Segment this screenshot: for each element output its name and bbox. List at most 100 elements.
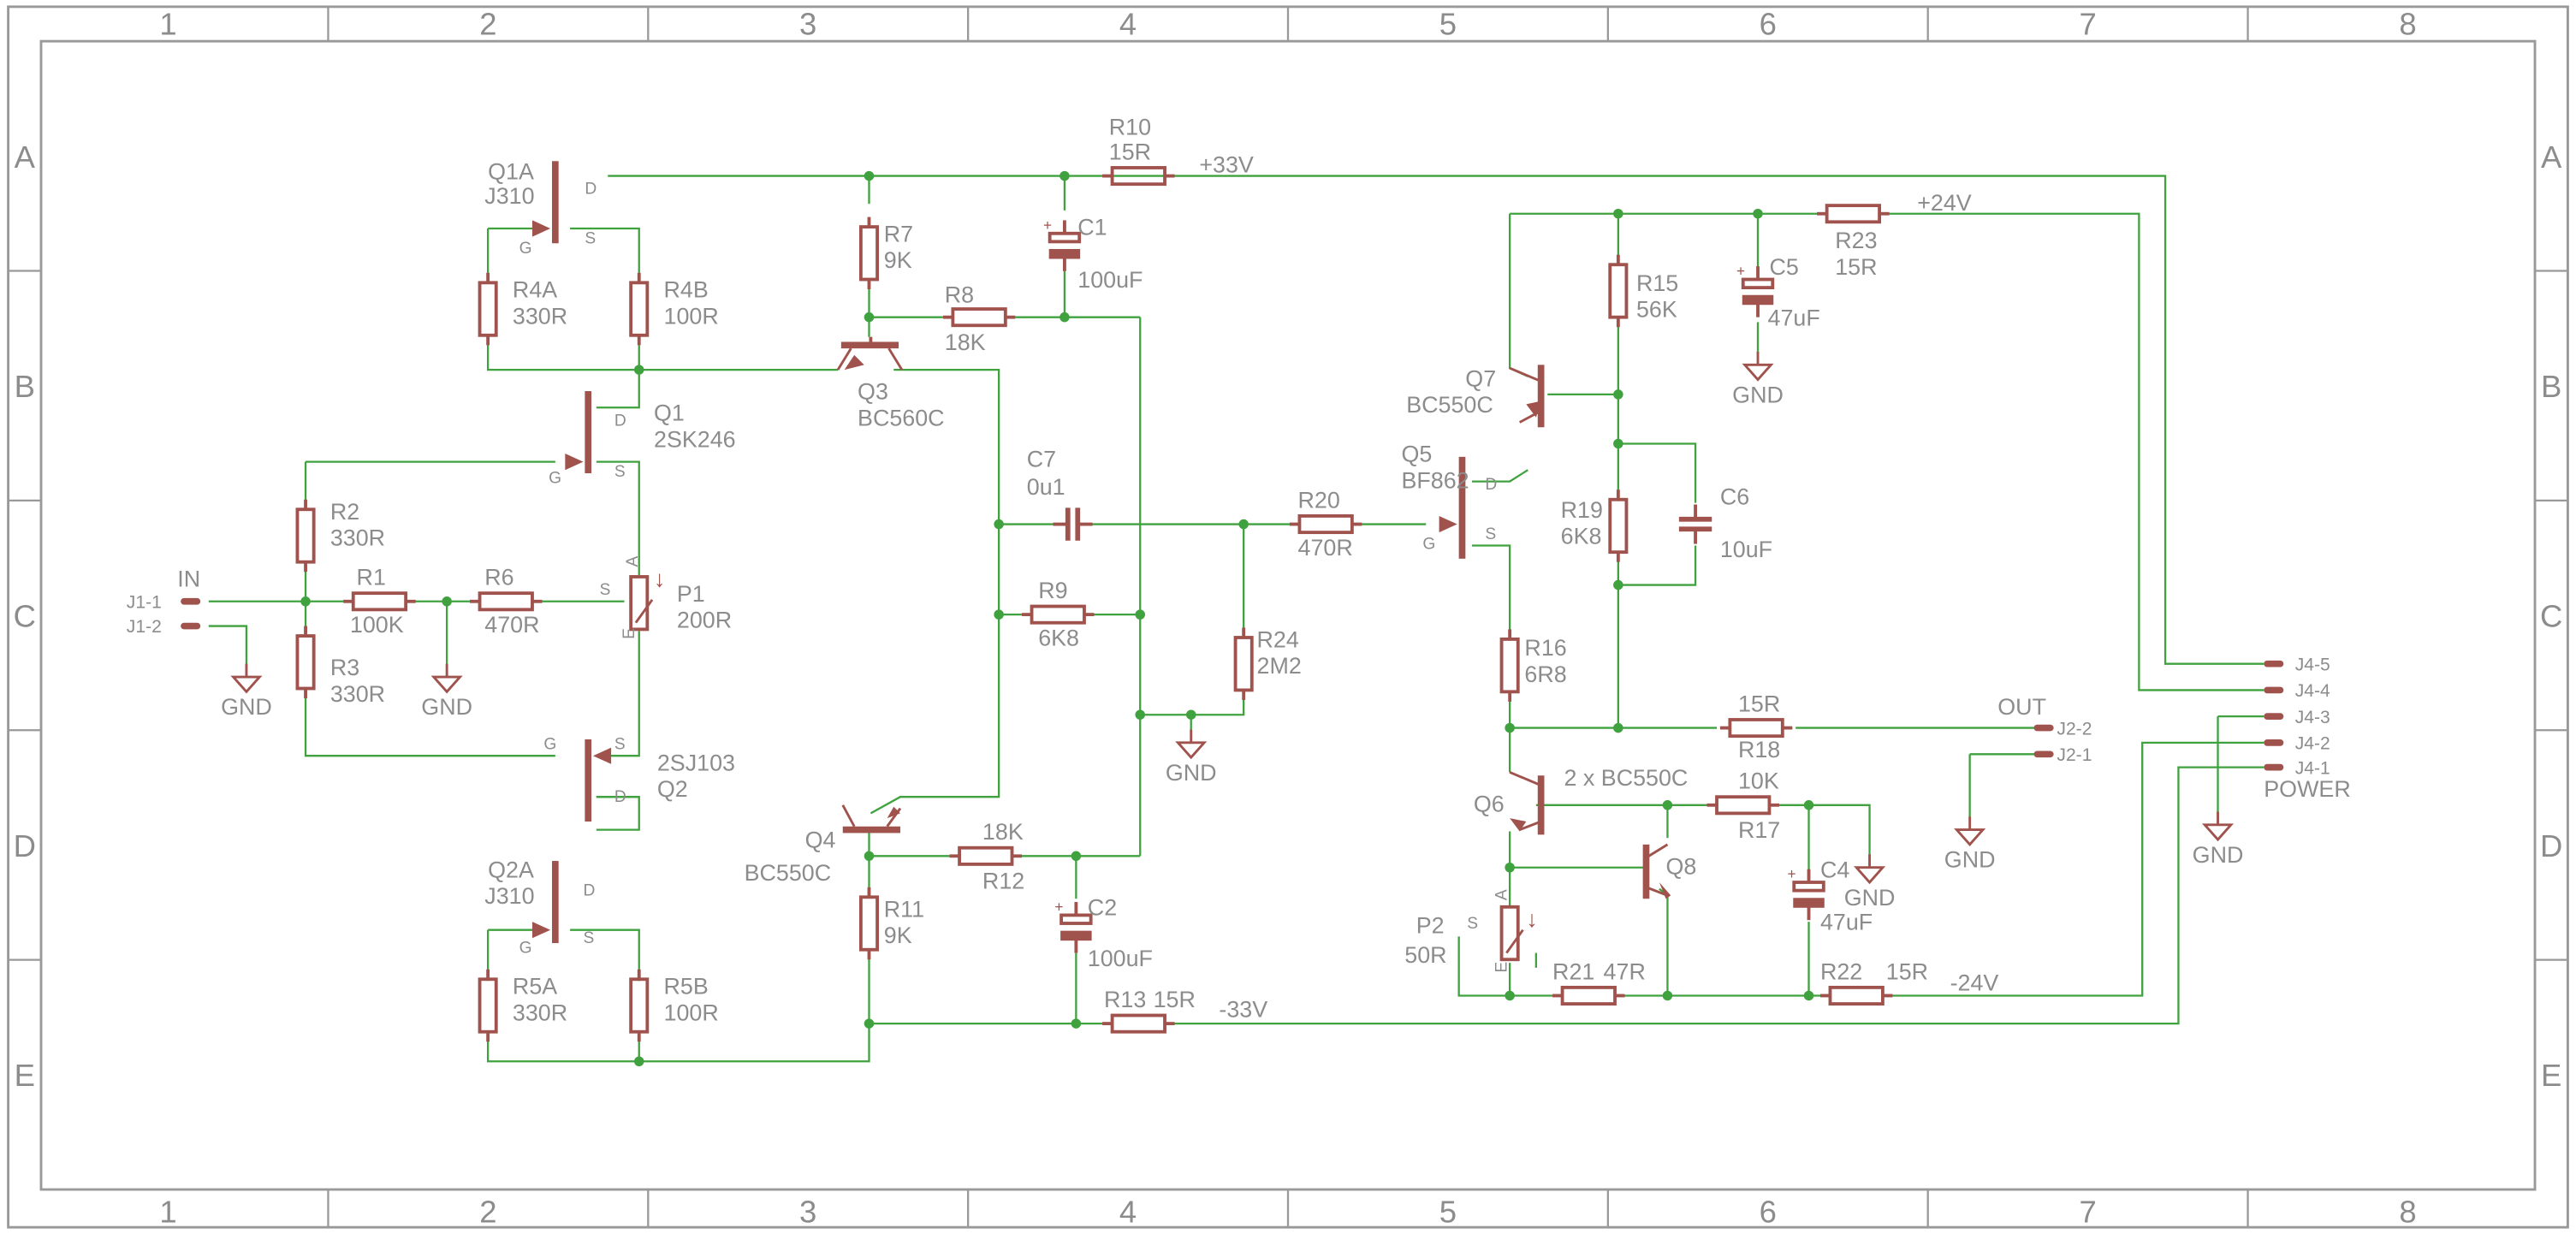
resistor-ref: R5A bbox=[513, 974, 557, 1000]
junction-dot bbox=[1803, 800, 1814, 810]
resistor-value: 100R bbox=[664, 303, 719, 329]
wire bbox=[1472, 544, 1511, 638]
resistor-r16 bbox=[1499, 629, 1520, 702]
resistor-ref: R9 bbox=[1038, 578, 1067, 603]
part-value: 0u1 bbox=[1027, 474, 1065, 500]
junction-dot bbox=[994, 609, 1004, 620]
junction-dot bbox=[864, 170, 875, 181]
ground-symbol bbox=[1175, 729, 1208, 760]
wire bbox=[1166, 766, 2264, 1025]
junction-dot bbox=[1613, 208, 1623, 219]
junction-dot bbox=[1185, 709, 1196, 720]
ground-label: GND bbox=[1844, 885, 1896, 911]
resistor-value: 330R bbox=[330, 681, 385, 707]
resistor-r4a bbox=[478, 272, 498, 346]
resistor-ref: R15 bbox=[1636, 270, 1678, 296]
wire bbox=[1457, 936, 1511, 997]
frame-column-label: 8 bbox=[2399, 1194, 2416, 1229]
junction-dot bbox=[1135, 709, 1145, 720]
bjt-q4 bbox=[842, 806, 900, 834]
resistor-value: 56K bbox=[1636, 297, 1677, 323]
resistor-value: 100K bbox=[350, 612, 404, 638]
ground-label: GND bbox=[421, 694, 472, 720]
resistor-ref: R24 bbox=[1257, 627, 1299, 653]
part-value: BC560C bbox=[858, 405, 945, 430]
resistor-r6 bbox=[470, 591, 543, 612]
junction-dot bbox=[1059, 311, 1070, 323]
frame-row-label: D bbox=[2540, 828, 2562, 863]
resistor-value: 15R bbox=[1738, 691, 1780, 716]
junction-dot bbox=[1505, 722, 1515, 733]
junction-dot bbox=[1505, 990, 1515, 1001]
connector-pin-label: J4-4 bbox=[2295, 681, 2330, 701]
part-value: BC550C bbox=[1406, 392, 1493, 418]
resistor-value: 6K8 bbox=[1561, 524, 1602, 549]
part-ref: Q2 bbox=[657, 776, 688, 802]
resistor-r20 bbox=[1289, 514, 1362, 535]
ground-symbol bbox=[2201, 811, 2235, 842]
resistor-r9 bbox=[1022, 604, 1095, 625]
junction-dot bbox=[1071, 1018, 1082, 1029]
resistor-ref: R13 bbox=[1104, 987, 1146, 1012]
part-ref: Q8 bbox=[1666, 853, 1697, 879]
net-label-plus33v: +33V bbox=[1199, 152, 1254, 178]
connector-pin-label: J4-5 bbox=[2295, 655, 2330, 674]
pin-label: E bbox=[1493, 962, 1511, 973]
ground-symbol bbox=[230, 663, 263, 694]
connector-j4-pin4 bbox=[2264, 686, 2284, 694]
ground-symbol bbox=[1954, 816, 1986, 847]
part-value: BF862 bbox=[1401, 467, 1469, 493]
resistor-r8 bbox=[942, 307, 1016, 328]
part-value: 100uF bbox=[1077, 267, 1143, 293]
frame-column-label: 8 bbox=[2399, 6, 2416, 41]
junction-dot bbox=[864, 851, 875, 862]
pin-label: A bbox=[1493, 889, 1511, 900]
wires bbox=[208, 170, 2264, 1067]
part-ref: C5 bbox=[1769, 254, 1798, 280]
net-label-in: IN bbox=[177, 566, 200, 591]
connector-pin-label: J1-1 bbox=[127, 592, 162, 612]
resistor-ref: R12 bbox=[982, 869, 1024, 894]
pin-label: G bbox=[519, 940, 532, 958]
frame-row-label: B bbox=[2541, 369, 2561, 404]
pin-label: G bbox=[549, 470, 561, 488]
net-label-plus24v: +24V bbox=[1917, 190, 1972, 216]
part-ref: C6 bbox=[1720, 484, 1749, 510]
pin-label: S bbox=[614, 736, 626, 754]
potentiometer-p1 bbox=[629, 575, 654, 632]
resistor-ref: R6 bbox=[484, 565, 513, 590]
pin-label: G bbox=[519, 240, 532, 258]
pin-label: D bbox=[1485, 476, 1497, 494]
capacitor-c4 bbox=[1792, 869, 1825, 921]
pin-label: S bbox=[1467, 915, 1478, 933]
connector-j1-pin1 bbox=[181, 597, 201, 605]
part-value: 47uF bbox=[1820, 910, 1873, 935]
resistor-r3 bbox=[295, 626, 316, 699]
resistor-value: 330R bbox=[513, 1000, 567, 1025]
resistor-ref: R11 bbox=[884, 896, 924, 922]
part-value: 200R bbox=[677, 607, 732, 632]
connector-pin-label: J4-1 bbox=[2295, 758, 2330, 778]
connector-pin-label: J4-2 bbox=[2295, 734, 2330, 754]
wire bbox=[870, 368, 1000, 815]
resistor-r1 bbox=[343, 591, 416, 612]
resistor-value: 15R bbox=[1886, 958, 1928, 984]
resistor-value: 2M2 bbox=[1257, 653, 1302, 679]
resistor-r13 bbox=[1102, 1013, 1175, 1034]
jfet-q2 bbox=[585, 739, 612, 822]
frame-row-label: A bbox=[2541, 139, 2562, 175]
junction-dot bbox=[1662, 800, 1673, 810]
resistor-ref: R22 bbox=[1820, 958, 1862, 984]
part-value: J310 bbox=[484, 183, 534, 209]
wire bbox=[596, 460, 640, 576]
part-ref: Q1 bbox=[654, 400, 685, 426]
jfet-q1a bbox=[531, 161, 559, 244]
wire bbox=[638, 1023, 870, 1063]
capacitor-c1 bbox=[1048, 220, 1082, 271]
wire bbox=[208, 625, 248, 678]
resistor-r2 bbox=[295, 499, 316, 573]
part-value: 100uF bbox=[1088, 946, 1153, 971]
frame-column-label: 3 bbox=[799, 1194, 816, 1229]
jfet-q1 bbox=[565, 391, 592, 474]
